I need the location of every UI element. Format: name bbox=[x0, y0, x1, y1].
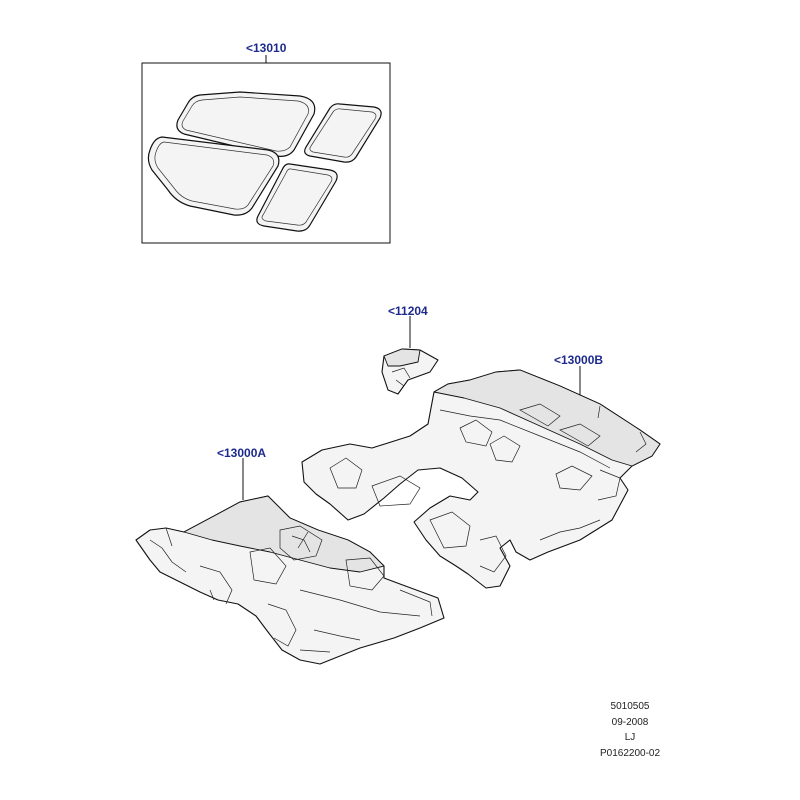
callout-carpet-front[interactable]: <13000A bbox=[217, 446, 267, 460]
diagram-code: 5010505 bbox=[610, 701, 650, 712]
mats-frame bbox=[141, 62, 391, 244]
carpet-rear-part bbox=[301, 366, 661, 589]
diagram-date: 09-2008 bbox=[611, 717, 649, 728]
callout-mats[interactable]: <13010 bbox=[246, 41, 287, 55]
diagram-initials: LJ bbox=[624, 732, 636, 743]
mat-front-left bbox=[176, 91, 316, 157]
mat-rear-left bbox=[147, 136, 280, 216]
diagram-reference: P0162200-02 bbox=[599, 748, 661, 759]
mat-front-right bbox=[304, 103, 382, 163]
callout-insulator[interactable]: <11204 bbox=[388, 304, 428, 318]
carpet-front-part bbox=[135, 458, 445, 665]
callout-carpet-rear[interactable]: <13000B bbox=[554, 353, 604, 367]
mat-rear-right bbox=[256, 163, 338, 232]
insulator-part bbox=[381, 316, 439, 395]
floor-mat-set bbox=[141, 55, 391, 244]
